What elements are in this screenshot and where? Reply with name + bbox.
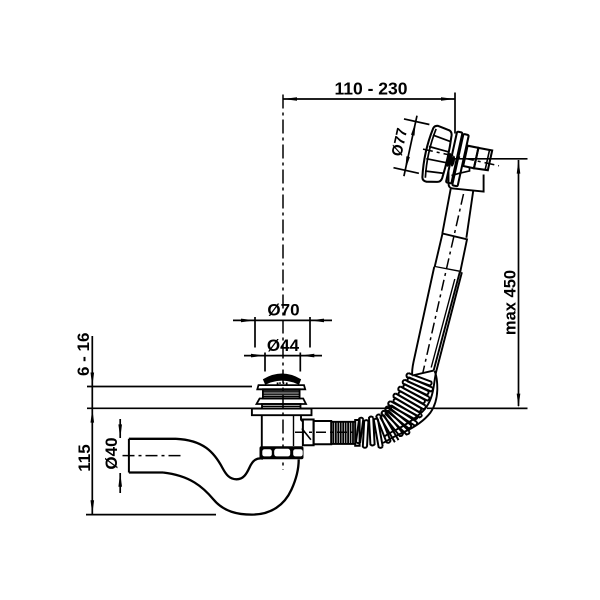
svg-text:max 450: max 450 bbox=[501, 270, 519, 335]
svg-text:Ø44: Ø44 bbox=[267, 336, 300, 355]
svg-text:110 - 230: 110 - 230 bbox=[335, 79, 408, 99]
svg-text:6 - 16: 6 - 16 bbox=[74, 333, 93, 376]
svg-text:Ø40: Ø40 bbox=[102, 437, 121, 469]
svg-text:115: 115 bbox=[75, 444, 94, 471]
svg-text:Ø77: Ø77 bbox=[389, 127, 412, 158]
svg-text:Ø70: Ø70 bbox=[267, 300, 299, 319]
